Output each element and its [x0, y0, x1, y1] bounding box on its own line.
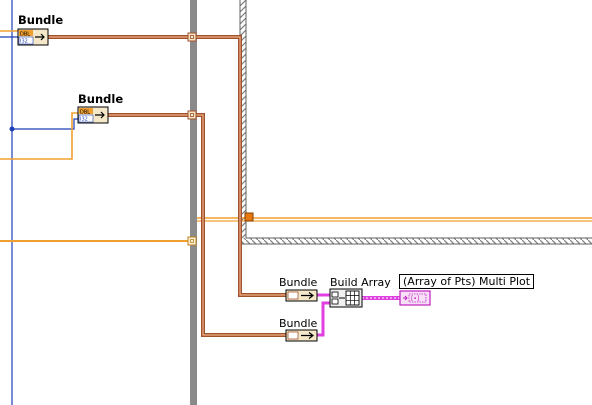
cluster-wire-1	[48, 35, 286, 297]
bundle-label: Bundle	[18, 13, 64, 27]
svg-text:I32: I32	[20, 39, 28, 45]
structure-bar	[190, 0, 197, 405]
blue-wire-branch	[12, 118, 78, 130]
bundle-label: Bundle	[78, 92, 124, 106]
bundle-label: Bundle	[279, 276, 318, 289]
svg-text:[•]: [•]	[411, 296, 419, 303]
build-array-icon[interactable]	[329, 288, 363, 308]
bundle-icon[interactable]	[285, 289, 318, 302]
svg-text:DBL: DBL	[20, 32, 30, 38]
xy-graph-terminal-icon[interactable]: [•]	[399, 290, 431, 306]
svg-text:DBL: DBL	[80, 110, 90, 116]
tunnel-icon[interactable]	[187, 32, 197, 42]
svg-text:I32: I32	[80, 117, 88, 123]
tunnel-icon[interactable]	[187, 110, 197, 120]
bundle-icon[interactable]: DBL I32	[17, 28, 49, 46]
multi-plot-label: (Array of Pts) Multi Plot	[399, 274, 535, 289]
cluster-wire-2	[108, 113, 286, 337]
bundle-icon[interactable]: DBL I32	[77, 106, 109, 124]
loop-border	[239, 0, 592, 245]
tunnel-icon[interactable]	[187, 236, 197, 246]
orange-wire-mid	[0, 112, 78, 160]
bundle-icon[interactable]	[285, 329, 318, 342]
build-array-label: Build Array	[330, 276, 391, 289]
pink-wire	[317, 293, 400, 337]
bundle-label: Bundle	[279, 317, 318, 330]
loop-tunnel-icon[interactable]	[244, 212, 254, 222]
